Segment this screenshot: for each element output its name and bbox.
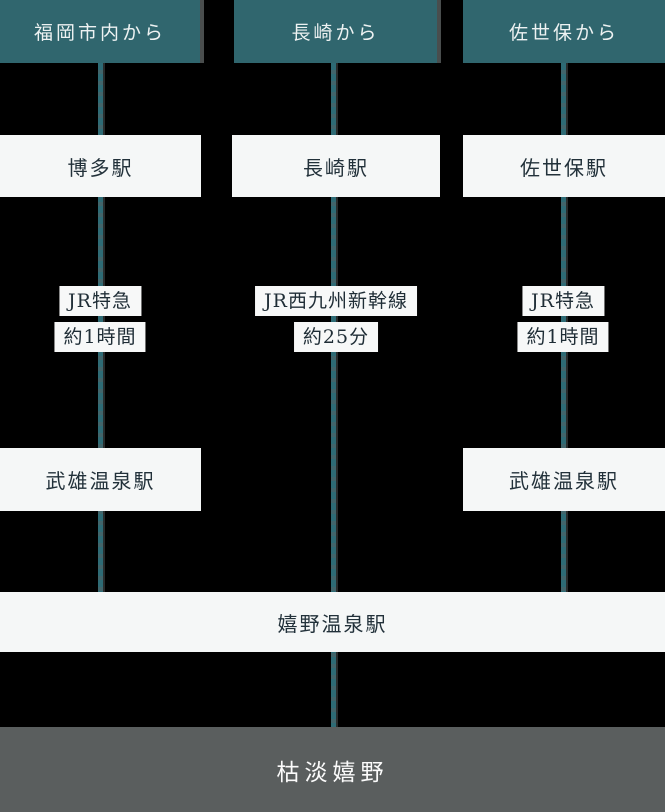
station-box-sasebo: 佐世保駅 [463,135,665,197]
transit-label-nagasaki: JR西九州新幹線 約25分 [255,286,417,352]
station-box-takeo-onsen-left: 武雄温泉駅 [0,448,201,511]
transit-duration: 約1時間 [517,322,609,352]
transit-name: JR特急 [522,286,604,316]
transit-duration: 約1時間 [54,322,146,352]
station-box-ureshino-onsen: 嬉野温泉駅 [0,592,665,652]
transit-name: JR特急 [59,286,141,316]
station-box-hakata: 博多駅 [0,135,201,197]
transit-name: JR西九州新幹線 [255,286,417,316]
station-box-nagasaki: 長崎駅 [232,135,440,197]
transit-label-fukuoka: JR特急 約1時間 [54,286,146,352]
origin-header-nagasaki: 長崎から [234,0,437,63]
transit-duration: 約25分 [293,322,379,352]
origin-header-fukuoka: 福岡市内から [0,0,200,63]
destination-bar: 枯淡嬉野 [0,727,665,812]
transit-label-sasebo: JR特急 約1時間 [517,286,609,352]
origin-header-sasebo: 佐世保から [463,0,665,63]
station-box-takeo-onsen-right: 武雄温泉駅 [463,448,665,511]
route-line-nagasaki [331,63,336,727]
